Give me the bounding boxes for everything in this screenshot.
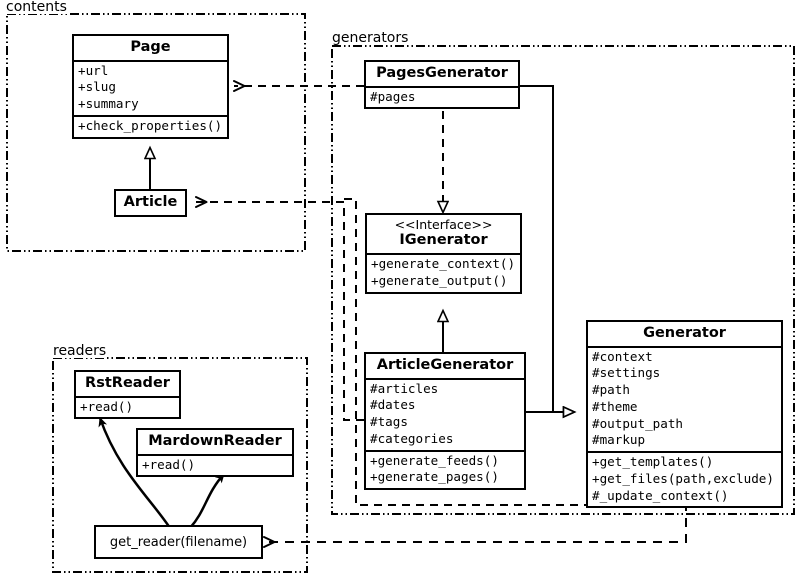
class-separator — [588, 451, 781, 454]
class-methods-generator: +get_templates() +get_files(path,exclude… — [588, 453, 781, 506]
class-separator — [76, 395, 179, 398]
package-label-readers: readers — [53, 343, 107, 359]
method-item: +generate_context() — [371, 256, 516, 272]
attribute-item: #output_path — [592, 415, 683, 431]
class-attributes-pages-generator: #pages — [366, 88, 518, 108]
package-label-contents: contents — [6, 0, 67, 15]
attribute-item: #dates — [370, 397, 416, 413]
package-border-contents — [6, 13, 306, 252]
method-item: +read() — [142, 456, 196, 472]
method-item: +read() — [80, 398, 134, 414]
package-label-generators: generators — [332, 30, 409, 46]
function-label-get-reader: get_reader(filename) — [109, 534, 248, 550]
attribute-item: #pages — [370, 88, 416, 104]
class-stereotype-igenerator: <<Interface>> — [394, 217, 493, 232]
rel-getreader-creates-rstreader — [98, 417, 172, 529]
rel-generator-uses-getreader — [263, 502, 687, 548]
method-item: +generate_feeds() — [370, 452, 499, 468]
attribute-item: #path — [592, 382, 630, 398]
attribute-item: +slug — [78, 79, 116, 95]
class-methods-mardown-reader: +read() — [138, 456, 292, 476]
class-box-page[interactable]: Page +url +slug +summary +check_properti… — [72, 34, 229, 139]
class-separator — [367, 253, 520, 256]
method-item: +generate_output() — [371, 272, 508, 288]
method-item: +generate_pages() — [370, 469, 499, 485]
class-name-article: Article — [123, 194, 178, 210]
class-name-rst-reader: RstReader — [85, 375, 170, 391]
class-methods-article-generator: +generate_feeds() +generate_pages() — [366, 452, 524, 488]
attribute-item: #settings — [592, 365, 661, 381]
class-separator — [74, 59, 227, 62]
attribute-item: +summary — [78, 96, 139, 112]
class-box-pages-generator[interactable]: PagesGenerator #pages — [364, 60, 520, 110]
class-attributes-generator: #context #settings #path #theme #output_… — [588, 348, 781, 451]
class-box-igenerator[interactable]: <<Interface>> IGenerator +generate_conte… — [365, 213, 522, 294]
attribute-item: #categories — [370, 430, 454, 446]
class-box-mardown-reader[interactable]: MardownReader +read() — [136, 428, 294, 478]
attribute-item: #markup — [592, 432, 646, 448]
class-box-article-generator[interactable]: ArticleGenerator #articles #dates #tags … — [364, 352, 526, 491]
class-attributes-page: +url +slug +summary — [74, 62, 227, 115]
class-methods-rst-reader: +read() — [76, 398, 179, 418]
rel-pagesgen-extends-gen — [520, 85, 574, 412]
class-methods-igenerator: +generate_context() +generate_output() — [367, 255, 520, 291]
method-item: +get_templates() — [592, 454, 714, 470]
class-name-page: Page — [130, 39, 171, 55]
attribute-item: #articles — [370, 380, 439, 396]
class-name-pages-generator: PagesGenerator — [376, 65, 508, 81]
attribute-item: #context — [592, 348, 653, 364]
rel-getreader-creates-mardownreader — [189, 473, 225, 529]
attribute-item: +url — [78, 62, 109, 78]
method-item: #_update_context() — [592, 487, 729, 503]
attribute-item: #tags — [370, 414, 408, 430]
class-box-generator[interactable]: Generator #context #settings #path #them… — [586, 320, 783, 509]
function-box-get-reader[interactable]: get_reader(filename) — [94, 525, 263, 559]
class-name-igenerator: IGenerator — [399, 232, 488, 249]
class-name-article-generator: ArticleGenerator — [376, 357, 514, 373]
attribute-item: #theme — [592, 398, 638, 414]
class-methods-page: +check_properties() — [74, 117, 227, 137]
class-name-generator: Generator — [643, 325, 726, 341]
class-separator — [138, 453, 292, 456]
class-separator — [74, 114, 227, 117]
class-attributes-article-generator: #articles #dates #tags #categories — [366, 380, 524, 450]
method-item: +get_files(path,exclude) — [592, 470, 774, 486]
inner-dashed-frame — [344, 198, 780, 506]
class-box-rst-reader[interactable]: RstReader +read() — [74, 370, 181, 420]
rel-articlegen-uses-article — [195, 196, 364, 421]
package-border-readers — [52, 357, 308, 573]
package-border-generators — [331, 45, 795, 515]
class-separator — [366, 449, 524, 452]
class-box-article[interactable]: Article — [114, 189, 187, 217]
method-item: +check_properties() — [78, 117, 223, 133]
class-separator — [366, 377, 524, 380]
class-separator — [588, 345, 781, 348]
class-separator — [366, 85, 518, 88]
class-name-mardown-reader: MardownReader — [148, 433, 282, 449]
